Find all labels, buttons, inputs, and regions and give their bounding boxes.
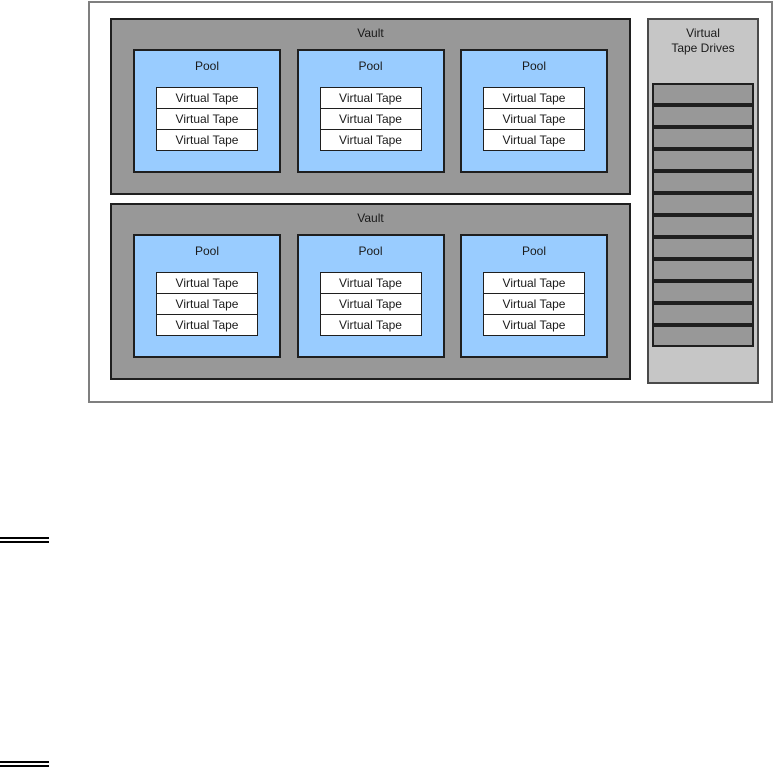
pool-label: Pool xyxy=(358,244,383,258)
drives-label-line1: Virtual xyxy=(686,26,720,40)
virtual-tape-box: Virtual Tape xyxy=(156,87,258,109)
tape-list: Virtual Tape Virtual Tape Virtual Tape xyxy=(156,272,258,336)
pool-box: Pool Virtual Tape Virtual Tape Virtual T… xyxy=(133,49,281,173)
virtual-tape-box: Virtual Tape xyxy=(319,87,422,109)
drive-slot xyxy=(652,171,754,193)
virtual-tape-drives-panel: Virtual Tape Drives xyxy=(647,18,759,384)
drive-slot xyxy=(652,193,754,215)
virtual-tape-box: Virtual Tape xyxy=(483,129,585,151)
drive-slot xyxy=(652,127,754,149)
tape-list: Virtual Tape Virtual Tape Virtual Tape xyxy=(319,272,422,336)
virtual-tape-box: Virtual Tape xyxy=(156,129,258,151)
pools-row: Pool Virtual Tape Virtual Tape Virtual T… xyxy=(112,234,629,358)
vault-label: Vault xyxy=(357,211,384,225)
drive-slot xyxy=(652,325,754,347)
virtual-tape-box: Virtual Tape xyxy=(319,108,422,130)
pool-box: Pool Virtual Tape Virtual Tape Virtual T… xyxy=(460,234,608,358)
tape-library-diagram: Vault Pool Virtual Tape Virtual Tape Vir… xyxy=(88,1,773,403)
drive-slots xyxy=(652,83,754,347)
tape-list: Virtual Tape Virtual Tape Virtual Tape xyxy=(483,272,585,336)
pool-label: Pool xyxy=(521,59,547,73)
virtual-tape-box: Virtual Tape xyxy=(483,272,585,294)
drive-slot xyxy=(652,149,754,171)
drive-slot xyxy=(652,215,754,237)
virtual-tape-box: Virtual Tape xyxy=(156,293,258,315)
drive-slot xyxy=(652,259,754,281)
vault-label: Vault xyxy=(357,26,384,40)
drive-slot xyxy=(652,83,754,105)
tape-list: Virtual Tape Virtual Tape Virtual Tape xyxy=(156,87,258,151)
virtual-tape-box: Virtual Tape xyxy=(156,314,258,336)
drive-slot xyxy=(652,237,754,259)
virtual-tape-box: Virtual Tape xyxy=(319,293,422,315)
pool-box: Pool Virtual Tape Virtual Tape Virtual T… xyxy=(460,49,608,173)
section-divider-rule xyxy=(0,537,49,543)
drive-slot xyxy=(652,303,754,325)
drives-panel-label: Virtual Tape Drives xyxy=(649,20,757,56)
pool-label: Pool xyxy=(194,59,220,73)
vault-box: Vault Pool Virtual Tape Virtual Tape Vir… xyxy=(110,203,631,380)
pool-label: Pool xyxy=(358,59,383,73)
pool-box: Pool Virtual Tape Virtual Tape Virtual T… xyxy=(296,234,445,358)
pool-box: Pool Virtual Tape Virtual Tape Virtual T… xyxy=(133,234,281,358)
pool-box: Pool Virtual Tape Virtual Tape Virtual T… xyxy=(296,49,445,173)
tape-list: Virtual Tape Virtual Tape Virtual Tape xyxy=(483,87,585,151)
virtual-tape-box: Virtual Tape xyxy=(483,87,585,109)
section-divider-rule xyxy=(0,761,49,767)
pools-row: Pool Virtual Tape Virtual Tape Virtual T… xyxy=(112,49,629,173)
pool-label: Pool xyxy=(521,244,547,258)
drive-slot xyxy=(652,281,754,303)
virtual-tape-box: Virtual Tape xyxy=(483,314,585,336)
drive-slot xyxy=(652,105,754,127)
drives-label-line2: Tape Drives xyxy=(671,41,735,55)
virtual-tape-box: Virtual Tape xyxy=(156,108,258,130)
pool-label: Pool xyxy=(194,244,220,258)
tape-list: Virtual Tape Virtual Tape Virtual Tape xyxy=(319,87,422,151)
virtual-tape-box: Virtual Tape xyxy=(156,272,258,294)
virtual-tape-box: Virtual Tape xyxy=(483,293,585,315)
vault-box: Vault Pool Virtual Tape Virtual Tape Vir… xyxy=(110,18,631,195)
virtual-tape-box: Virtual Tape xyxy=(319,129,422,151)
virtual-tape-box: Virtual Tape xyxy=(319,272,422,294)
virtual-tape-box: Virtual Tape xyxy=(483,108,585,130)
virtual-tape-box: Virtual Tape xyxy=(319,314,422,336)
